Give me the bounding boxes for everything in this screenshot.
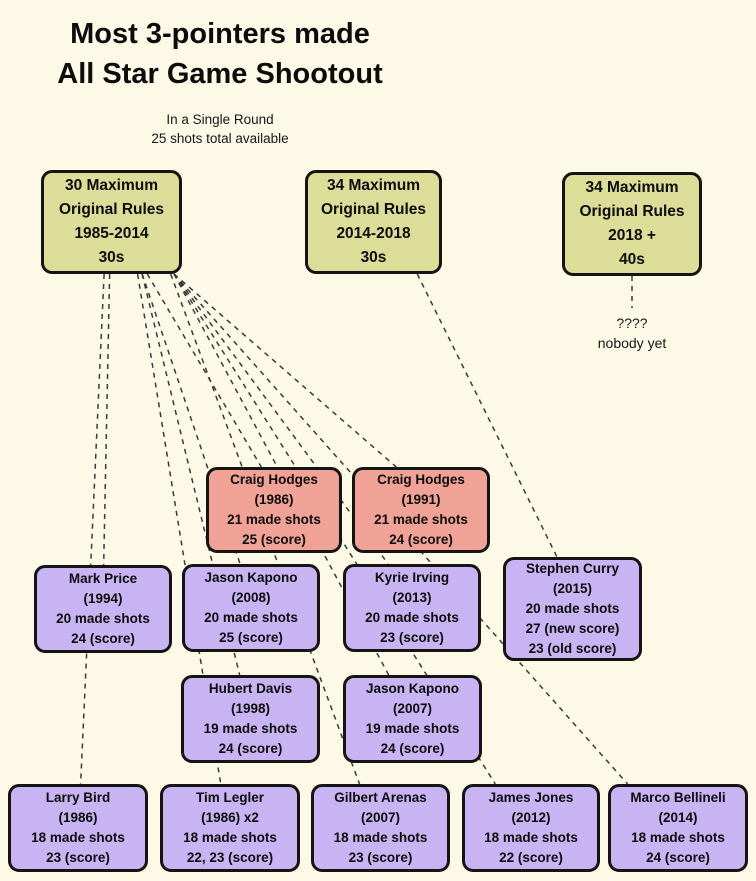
player-score: 22, 23 (score) [186,850,274,865]
page-subtitle: In a Single Round 25 shots total availab… [60,110,380,148]
player-name: Stephen Curry [525,561,620,576]
player-old-score: 23 (old score) [528,641,617,656]
rule-box-30-max-1985-2014: 30 Maximum Original Rules 1985-2014 30s [41,170,182,274]
title-line-1: Most 3-pointers made [70,18,370,50]
player-box-marco-bellineli: Marco Bellineli (2014) 18 made shots 24 … [608,784,748,872]
player-made-shots: 19 made shots [365,721,460,736]
player-year: (1994) [83,591,123,606]
connector-line-rule1-kapono2008 [141,273,241,565]
player-box-kyrie-irving: Kyrie Irving (2013) 20 made shots 23 (sc… [343,564,481,652]
player-new-score: 27 (new score) [525,621,620,636]
player-name: Marco Bellineli [630,790,726,805]
rule-box-34-max-2018-plus: 34 Maximum Original Rules 2018 + 40s [562,172,702,276]
rule-box-34-max-2014-2018: 34 Maximum Original Rules 2014-2018 30s [305,170,442,274]
player-year: (2007) [392,701,433,716]
rule-box-line: 1985-2014 [74,225,149,242]
player-score: 22 (score) [499,850,563,865]
connector-line-rule2-curry [416,273,558,558]
nobody-yet-placeholder: ???? nobody yet [562,313,702,353]
title-line-2: All Star Game Shootout [57,58,383,90]
rule-box-line: 34 Maximum [326,177,421,194]
player-name: Mark Price [68,571,138,586]
player-name: Larry Bird [45,790,111,805]
player-made-shots: 18 made shots [31,830,125,845]
player-year: (1986) [58,810,98,825]
player-score: 24 (score) [389,532,453,547]
player-made-shots: 18 made shots [631,830,725,845]
player-box-tim-legler: Tim Legler (1986) x2 18 made shots 22, 2… [160,784,300,872]
player-score: 24 (score) [646,850,710,865]
player-score: 23 (score) [46,850,110,865]
player-year: (1998) [230,701,271,716]
player-score: 23 (score) [380,630,444,645]
player-name: Tim Legler [195,790,265,805]
player-score: 24 (score) [380,741,445,756]
player-box-hubert-davis: Hubert Davis (1998) 19 made shots 24 (sc… [181,675,320,763]
player-year: (2013) [392,590,432,605]
player-made-shots: 20 made shots [56,611,150,626]
player-name: Hubert Davis [208,681,293,696]
player-name: James Jones [488,790,574,805]
player-made-shots: 18 made shots [333,830,428,845]
rule-box-line: 2014-2018 [336,225,411,242]
player-box-jason-kapono-2008: Jason Kapono (2008) 20 made shots 25 (sc… [182,564,320,652]
player-name: Jason Kapono [365,681,459,696]
player-score: 25 (score) [242,532,306,547]
player-name: Jason Kapono [204,570,298,585]
subtitle-line-2: 25 shots total available [151,131,289,146]
rule-box-line: Original Rules [579,203,685,220]
connector-line-rule1-hodges1991 [173,273,397,468]
rule-box-line: Original Rules [320,201,427,218]
player-name: Kyrie Irving [374,570,450,585]
rule-box-line: 30s [98,249,125,266]
player-made-shots: 18 made shots [484,830,578,845]
placeholder-question-marks: ???? [616,315,648,331]
rule-box-line: 34 Maximum [585,179,679,196]
player-made-shots: 18 made shots [183,830,277,845]
connector-line-rule1-bird [79,273,105,785]
subtitle-line-1: In a Single Round [166,112,274,127]
player-year: (2014) [658,810,698,825]
player-made-shots: 20 made shots [204,610,298,625]
player-year: (2007) [360,810,401,825]
player-box-gilbert-arenas: Gilbert Arenas (2007) 18 made shots 23 (… [311,784,450,872]
player-name: Gilbert Arenas [334,790,427,805]
rule-box-line: 40s [619,251,645,268]
connector-line-rule1-hodges1986 [146,273,262,468]
record-box-craig-hodges-1991: Craig Hodges (1991) 21 made shots 24 (sc… [352,467,490,553]
player-made-shots: 20 made shots [365,610,459,625]
placeholder-nobody-yet: nobody yet [597,335,667,351]
player-year: (1986) x2 [201,810,259,825]
player-year: (1986) [254,492,294,507]
record-box-craig-hodges-1986: Craig Hodges (1986) 21 made shots 25 (sc… [206,467,342,553]
player-box-jason-kapono-2007: Jason Kapono (2007) 19 made shots 24 (sc… [343,675,482,763]
player-score: 24 (score) [71,631,135,646]
rule-box-line: 2018 + [608,227,656,244]
player-year: (1991) [401,492,441,507]
player-box-mark-price: Mark Price (1994) 20 made shots 24 (scor… [34,565,172,653]
player-name: Craig Hodges [230,472,318,487]
rule-box-line: 30s [360,249,387,266]
connector-line-rule1-price [102,273,111,566]
rule-box-line: Original Rules [58,201,165,218]
player-score: 23 (score) [348,850,413,865]
player-made-shots: 19 made shots [203,721,298,736]
player-box-larry-bird: Larry Bird (1986) 18 made shots 23 (scor… [8,784,148,872]
rule-box-line: 30 Maximum [64,177,159,194]
player-box-stephen-curry: Stephen Curry (2015) 20 made shots 27 (n… [503,557,642,661]
player-box-james-jones: James Jones (2012) 18 made shots 22 (sco… [462,784,600,872]
player-name: Craig Hodges [377,472,465,487]
player-score: 24 (score) [218,741,283,756]
page-title: Most 3-pointers made All Star Game Shoot… [0,14,440,94]
player-year: (2008) [231,590,271,605]
player-score: 25 (score) [219,630,283,645]
player-year: (2015) [552,581,593,596]
player-made-shots: 20 made shots [525,601,620,616]
player-made-shots: 21 made shots [227,512,321,527]
player-made-shots: 21 made shots [374,512,468,527]
player-year: (2012) [511,810,551,825]
